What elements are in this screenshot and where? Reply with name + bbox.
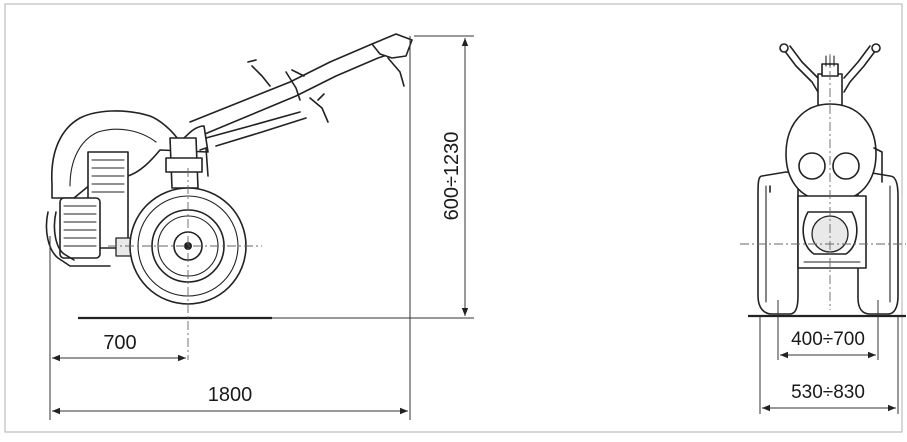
dim-label-width: 530÷830 — [791, 382, 865, 403]
air-filter — [59, 197, 101, 259]
headlight-left — [798, 152, 826, 180]
dim-label-1800: 1800 — [208, 384, 253, 406]
handlebar — [189, 33, 413, 147]
headlight-right — [832, 152, 860, 180]
engine-block — [45, 151, 143, 267]
dim-label-height: 600÷1230 — [441, 132, 463, 221]
drawing-frame — [4, 3, 903, 433]
side-view: 700 1800 600÷1230 — [45, 33, 474, 420]
front-wheel-left — [757, 171, 799, 315]
dim-label-700: 700 — [103, 332, 136, 354]
front-handle-right — [843, 49, 877, 93]
front-engine-head — [785, 103, 877, 199]
front-handle-left — [783, 49, 819, 93]
handle-grip — [371, 33, 413, 59]
axle-housing — [165, 137, 209, 189]
dim-label-track: 400÷700 — [791, 329, 865, 350]
front-view: 400÷700 530÷830 — [740, 43, 906, 414]
front-bumper — [45, 211, 111, 267]
control-lever — [251, 65, 271, 87]
